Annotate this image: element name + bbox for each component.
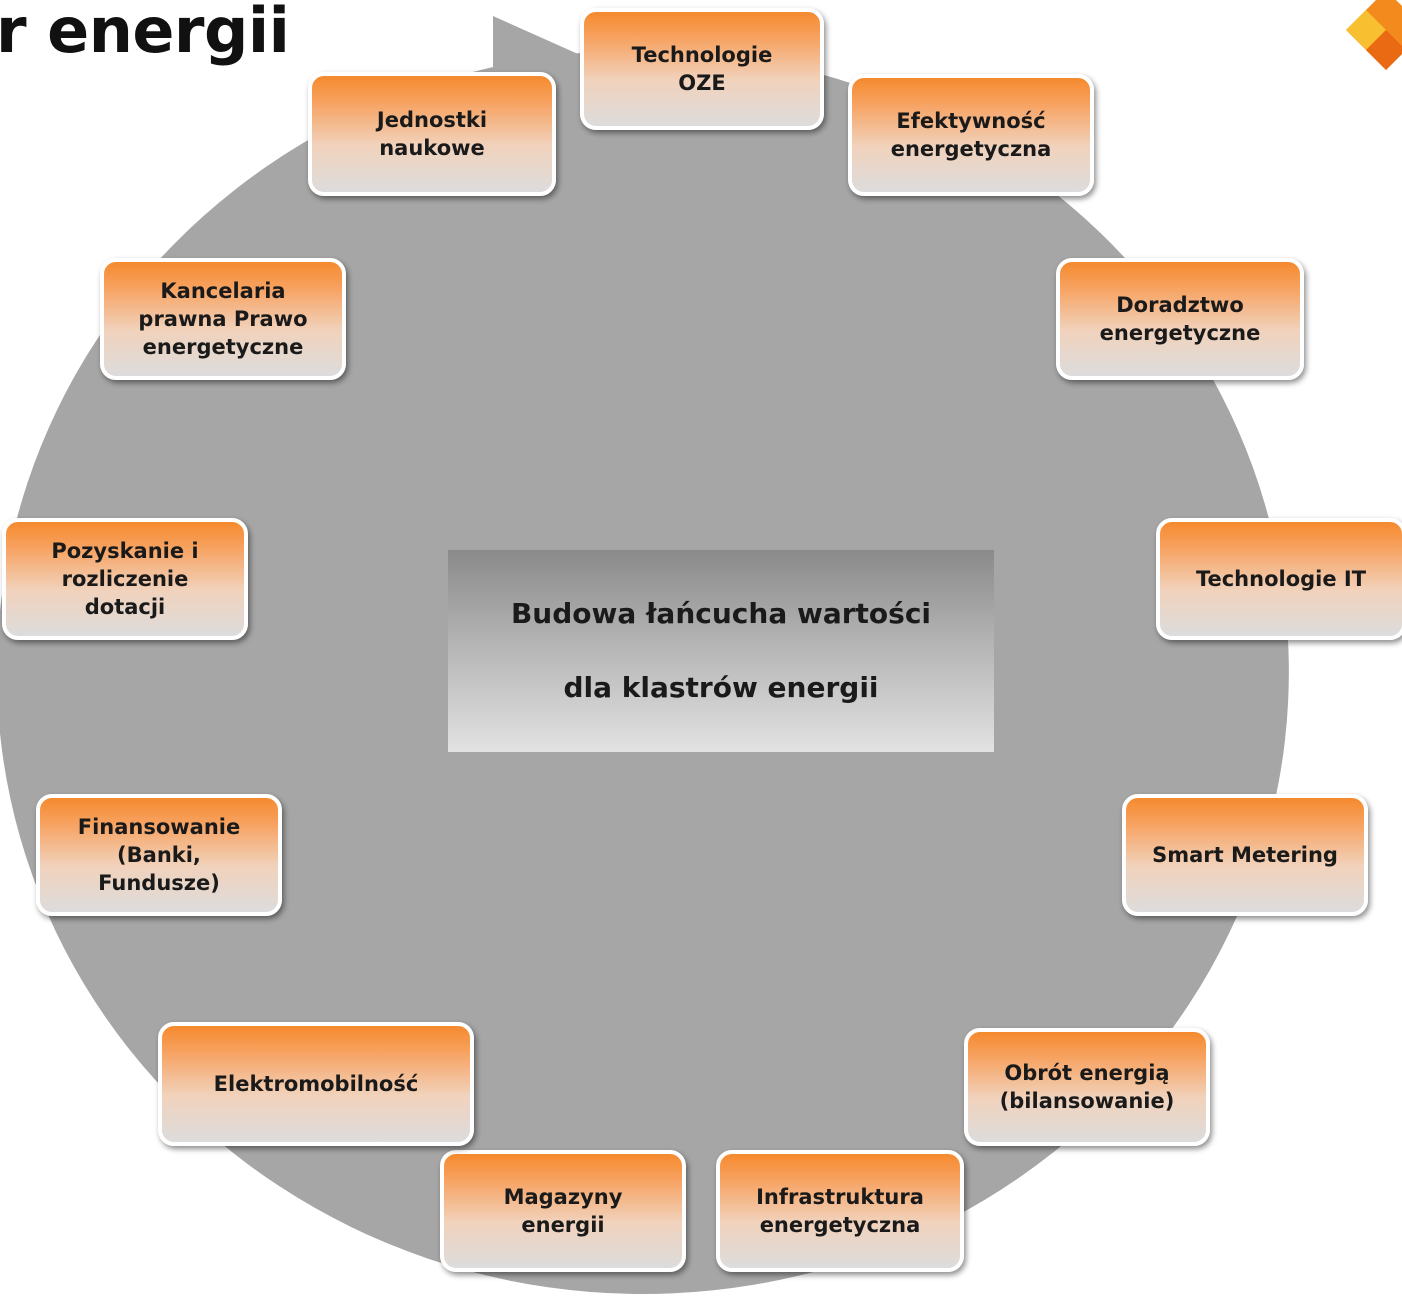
logo-icon <box>1346 0 1402 70</box>
page-title: r energii <box>0 0 290 67</box>
node-technologie-oze: Technologie OZE <box>580 8 824 130</box>
node-label: Technologie IT <box>1195 567 1367 591</box>
node-label: Efektywność energetyczna <box>890 109 1052 161</box>
node-pozyskanie-dotacji: Pozyskanie i rozliczenie dotacji <box>2 518 248 640</box>
node-label: Doradztwo energetyczne <box>1099 293 1261 345</box>
node-elektromobilnosc: Elektromobilność <box>158 1022 474 1146</box>
node-label: Technologie OZE <box>631 43 773 95</box>
node-technologie-it: Technologie IT <box>1156 518 1402 640</box>
center-title-line-1: Budowa łańcucha wartości <box>510 597 932 630</box>
node-label: Finansowanie (Banki, Fundusze) <box>77 815 241 895</box>
node-doradztwo-energetyczne: Doradztwo energetyczne <box>1056 258 1304 380</box>
node-label: Elektromobilność <box>213 1072 419 1096</box>
node-infrastruktura-energetyczna: Infrastruktura energetyczna <box>716 1150 964 1272</box>
node-label: Smart Metering <box>1152 843 1338 867</box>
node-magazyny-energii: Magazyny energii <box>440 1150 686 1272</box>
node-efektywnosc-energetyczna: Efektywność energetyczna <box>848 74 1094 196</box>
node-finansowanie: Finansowanie (Banki, Fundusze) <box>36 794 282 916</box>
node-label: Jednostki naukowe <box>376 108 488 160</box>
center-title-line-2: dla klastrów energii <box>563 671 879 704</box>
center-box: Budowa łańcucha wartości dla klastrów en… <box>448 550 994 752</box>
node-label: Magazyny energii <box>503 1185 623 1237</box>
node-label: Pozyskanie i rozliczenie dotacji <box>51 539 199 619</box>
node-jednostki-naukowe: Jednostki naukowe <box>308 72 556 196</box>
node-label: Infrastruktura energetyczna <box>756 1185 924 1237</box>
node-obrot-energia: Obrót energią (bilansowanie) <box>964 1028 1210 1146</box>
node-label: Kancelaria prawna Prawo energetyczne <box>138 279 308 359</box>
node-smart-metering: Smart Metering <box>1122 794 1368 916</box>
node-kancelaria-prawna: Kancelaria prawna Prawo energetyczne <box>100 258 346 380</box>
node-label: Obrót energią (bilansowanie) <box>999 1061 1175 1113</box>
